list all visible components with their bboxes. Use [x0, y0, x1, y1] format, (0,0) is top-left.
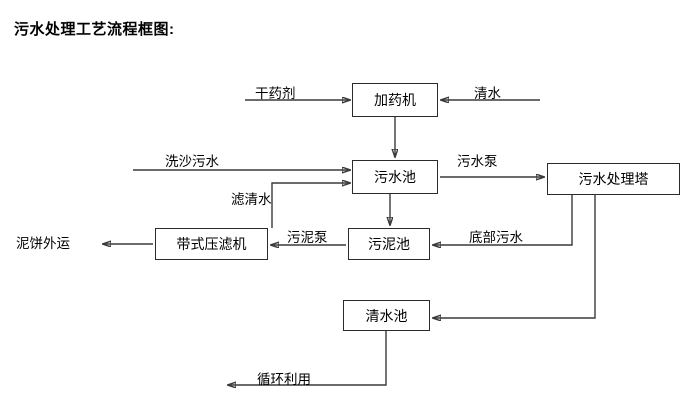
node-treatment-tower[interactable]: 污水处理塔: [547, 163, 680, 195]
node-wastewater-pool[interactable]: 污水池: [352, 160, 438, 194]
edge-label-bottom-sewage: 底部污水: [469, 230, 523, 245]
edge-label-filtered-water: 滤清水: [231, 192, 272, 207]
edge-label-clean-water-in: 清水: [474, 86, 501, 101]
edge-tower-to-clean-water-pool: [433, 195, 596, 318]
edge-label-mud-cake-transport: 泥饼外运: [16, 236, 70, 251]
node-sludge-pool-label: 污泥池: [368, 236, 410, 252]
edge-label-sludge-pump: 污泥泵: [287, 230, 328, 245]
edge-label-sewage-pump: 污水泵: [457, 154, 498, 169]
edge-label-sand-wash-sewage: 洗沙污水: [165, 154, 219, 169]
node-dosing-machine-label: 加药机: [374, 92, 416, 108]
edge-clean-water-pool-to-recycle: [228, 331, 387, 385]
page-title: 污水处理工艺流程框图:: [14, 21, 175, 38]
node-clean-water-pool-label: 清水池: [365, 307, 408, 324]
edge-filtered-water-to-wastewater-pool: [271, 183, 350, 228]
edge-tower-to-sludge-pool: [433, 195, 573, 245]
edge-label-dry-chemical: 干药剂: [255, 86, 296, 101]
node-belt-filter-press-label: 带式压滤机: [176, 236, 247, 252]
node-sludge-pool[interactable]: 污泥池: [348, 228, 430, 260]
edge-label-recycle-reuse: 循环利用: [257, 372, 311, 387]
node-dosing-machine[interactable]: 加药机: [352, 83, 438, 117]
node-clean-water-pool[interactable]: 清水池: [343, 300, 430, 331]
node-wastewater-pool-label: 污水池: [374, 169, 416, 185]
node-belt-filter-press[interactable]: 带式压滤机: [155, 228, 268, 260]
node-treatment-tower-label: 污水处理塔: [578, 171, 649, 187]
